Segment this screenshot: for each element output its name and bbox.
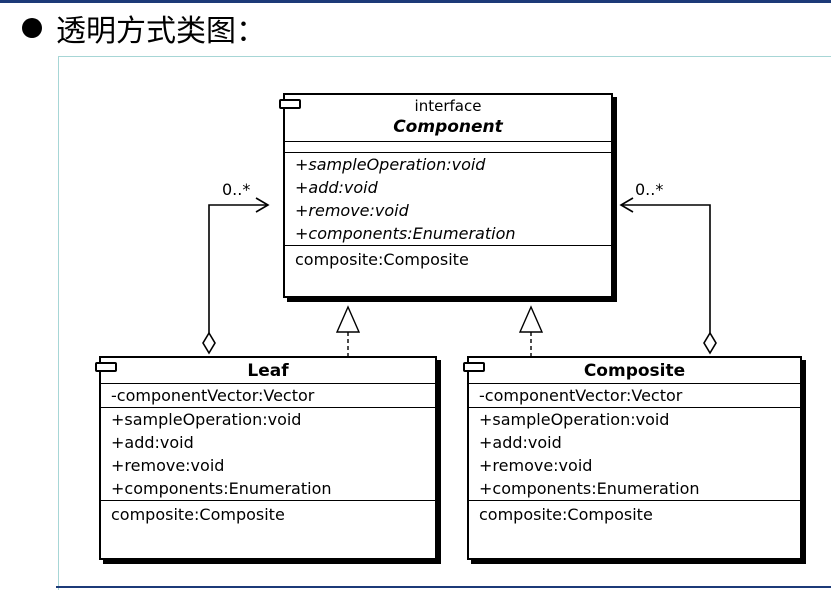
component-operation: +sampleOperation:void: [295, 155, 486, 174]
composite-extra: composite:Composite: [479, 505, 653, 524]
component-package-tab-icon: [279, 99, 301, 109]
leaf-attribute: -componentVector:Vector: [111, 386, 315, 405]
composite-operation: +sampleOperation:void: [479, 410, 670, 429]
component-operation: +remove:void: [295, 201, 409, 220]
diagram-frame: [58, 56, 831, 590]
component-stereotype: interface: [414, 97, 482, 115]
leaf-extra: composite:Composite: [111, 505, 285, 524]
leaf-operation: +sampleOperation:void: [111, 410, 302, 429]
composite-aggregation-connector: [619, 197, 717, 355]
leaf-header: Leaf: [101, 358, 435, 384]
component-operation: +components:Enumeration: [295, 224, 516, 243]
composite-realization-connector: [518, 305, 544, 356]
composite-operations-section: +sampleOperation:void +add:void +remove:…: [469, 408, 800, 501]
slide-heading: 透明方式类图：: [22, 8, 266, 49]
component-interface-box: interface Component +sampleOperation:voi…: [279, 93, 613, 298]
leaf-realization-connector: [335, 305, 361, 356]
composite-attribute: -componentVector:Vector: [479, 386, 683, 405]
top-divider: [0, 0, 831, 3]
leaf-name: Leaf: [247, 361, 289, 381]
composite-operation: +add:void: [479, 433, 562, 452]
composite-extra-section: composite:Composite: [469, 501, 800, 529]
bottom-divider: [56, 586, 831, 588]
component-name: Component: [393, 117, 503, 137]
leaf-operation: +remove:void: [111, 456, 225, 475]
composite-operation: +components:Enumeration: [479, 479, 700, 498]
leaf-operation: +add:void: [111, 433, 194, 452]
component-header: interface Component: [285, 95, 611, 142]
leaf-aggregation-connector: [202, 197, 270, 355]
composite-name: Composite: [583, 361, 686, 381]
multiplicity-left: 0..*: [222, 180, 251, 199]
leaf-class-box: Leaf -componentVector:Vector +sampleOper…: [95, 356, 437, 560]
leaf-operations-section: +sampleOperation:void +add:void +remove:…: [101, 408, 435, 501]
component-attributes-section: [285, 142, 611, 153]
component-operation: +add:void: [295, 178, 378, 197]
component-operations-section: +sampleOperation:void +add:void +remove:…: [285, 153, 611, 246]
composite-attributes-section: -componentVector:Vector: [469, 384, 800, 408]
multiplicity-right: 0..*: [635, 180, 664, 199]
composite-class-box: Composite -componentVector:Vector +sampl…: [463, 356, 802, 560]
heading-text: 透明方式类图：: [56, 14, 266, 49]
leaf-package-tab-icon: [95, 362, 117, 372]
leaf-attributes-section: -componentVector:Vector: [101, 384, 435, 408]
component-extra-section: composite:Composite: [285, 246, 611, 274]
composite-package-tab-icon: [463, 362, 485, 372]
composite-header: Composite: [469, 358, 800, 384]
leaf-extra-section: composite:Composite: [101, 501, 435, 529]
composite-operation: +remove:void: [479, 456, 593, 475]
leaf-operation: +components:Enumeration: [111, 479, 332, 498]
component-extra: composite:Composite: [295, 250, 469, 269]
bullet-icon: [22, 18, 42, 38]
